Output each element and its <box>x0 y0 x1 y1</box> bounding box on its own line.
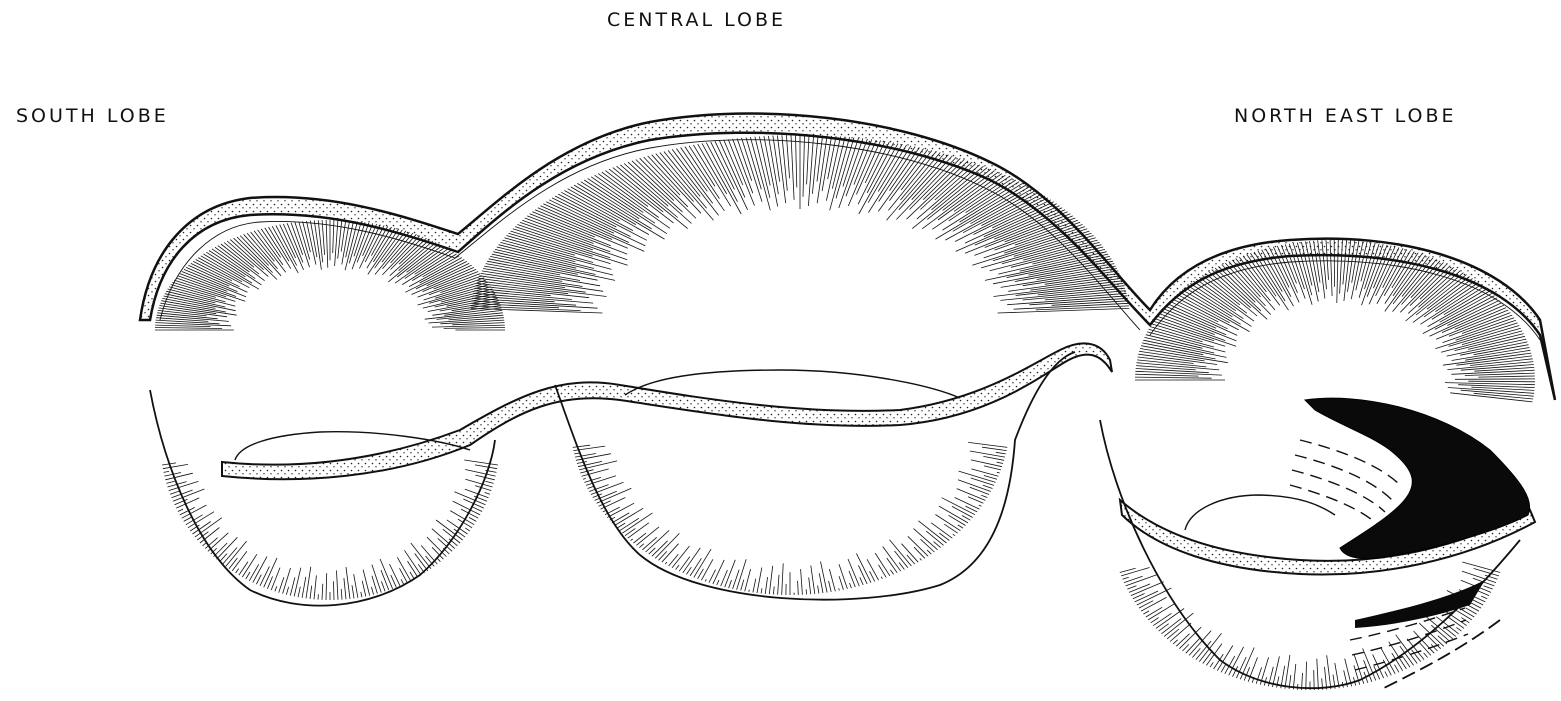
north-east-lobe-label: NORTH EAST LOBE <box>1234 105 1457 127</box>
lower-rim-band <box>222 343 1112 479</box>
central-lobe-label: CENTRAL LOBE <box>607 9 786 31</box>
outer-rim-band <box>140 113 1555 400</box>
south-lobe-label: SOUTH LOBE <box>16 105 169 127</box>
